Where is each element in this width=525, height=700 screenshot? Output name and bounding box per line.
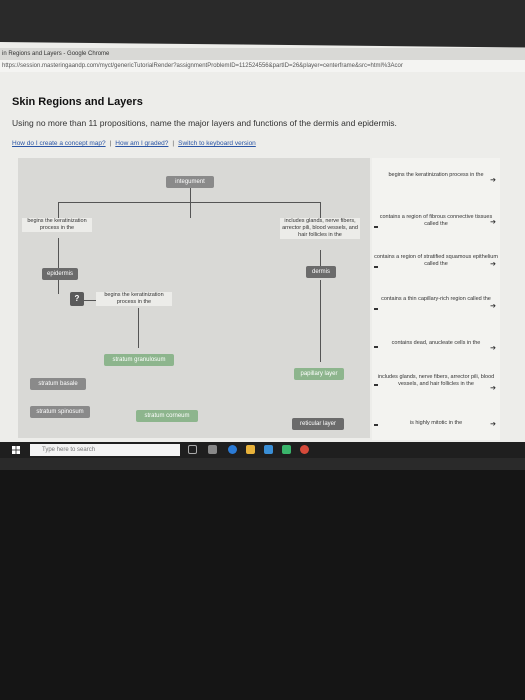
connector-line	[58, 276, 59, 294]
node-integument[interactable]: integument	[166, 176, 214, 188]
dash-icon	[374, 384, 378, 386]
bank-item-label: begins the keratinization process in the	[388, 172, 484, 178]
link-bank: begins the keratinization process in the…	[372, 158, 500, 440]
file-explorer-icon[interactable]	[246, 445, 255, 454]
node-stratum-corneum[interactable]: stratum corneum	[136, 410, 198, 422]
page-title: Skin Regions and Layers	[12, 96, 143, 108]
connector-line	[58, 238, 59, 268]
bank-item-label: contains a region of fibrous connective …	[379, 214, 493, 227]
arrow-right-icon: ➔	[490, 421, 496, 428]
link-create-concept-map[interactable]: How do I create a concept map?	[12, 140, 106, 147]
desk-surface	[0, 470, 525, 700]
connector-line	[58, 202, 59, 218]
chrome-icon[interactable]	[300, 445, 309, 454]
link-label-begins-small[interactable]: begins the keratinization process in the	[96, 292, 172, 306]
arrow-right-icon: ➔	[490, 219, 496, 226]
node-dermis[interactable]: dermis	[306, 266, 336, 278]
bank-item-label: contains a region of stratified squamous…	[374, 254, 498, 267]
dash-icon	[374, 308, 378, 310]
arrow-right-icon: ➔	[490, 261, 496, 268]
windows-start-icon[interactable]	[12, 446, 20, 454]
bank-item-label: is highly mitotic in the	[409, 420, 463, 426]
link-separator: |	[109, 140, 112, 147]
node-epidermis[interactable]: epidermis	[42, 268, 78, 280]
link-how-graded[interactable]: How am I graded?	[115, 140, 169, 147]
arrow-right-icon: ➔	[490, 345, 496, 352]
node-reticular-layer[interactable]: reticular layer	[292, 418, 344, 430]
link-keyboard-version[interactable]: Switch to keyboard version	[178, 140, 256, 147]
arrow-right-icon: ➔	[490, 177, 496, 184]
connector-line	[320, 250, 321, 266]
node-stratum-basale[interactable]: stratum basale	[30, 378, 86, 390]
dash-icon	[374, 266, 378, 268]
bank-item-label: contains a thin capillary-rich region ca…	[381, 296, 491, 302]
connector-line	[73, 300, 103, 301]
node-stratum-granulosum[interactable]: stratum granulosum	[104, 354, 174, 366]
connector-line	[138, 308, 139, 348]
link-separator: |	[172, 140, 175, 147]
taskbar-app-icon[interactable]	[208, 445, 217, 454]
arrow-right-icon: ➔	[490, 385, 496, 392]
concept-map-canvas[interactable]: integument begins the keratinization pro…	[18, 158, 370, 438]
help-links: How do I create a concept map?|How am I …	[12, 140, 256, 147]
link-label-begins-keratinization[interactable]: begins the keratinization process in the	[22, 218, 92, 232]
connector-line	[58, 202, 320, 203]
instructions: Using no more than 11 propositions, name…	[12, 118, 397, 128]
node-papillary-layer[interactable]: papillary layer	[294, 368, 344, 380]
connector-line	[320, 202, 321, 218]
window-title: in Regions and Layers - Google Chrome	[0, 48, 525, 60]
connector-line	[320, 280, 321, 362]
link-label-includes-glands[interactable]: includes glands, nerve fibers, arrector …	[280, 218, 360, 239]
address-bar[interactable]: https://session.masteringaandp.com/myct/…	[0, 60, 525, 72]
bank-item-label: contains dead, anucleate cells in the	[391, 340, 481, 346]
connector-line	[190, 188, 191, 218]
edge-browser-icon[interactable]	[228, 445, 237, 454]
bank-item-label: includes glands, nerve fibers, arrector …	[377, 374, 495, 387]
store-icon[interactable]	[264, 445, 273, 454]
task-view-icon[interactable]	[188, 445, 197, 454]
unknown-node-placeholder[interactable]: ?	[70, 292, 84, 306]
dash-icon	[374, 346, 378, 348]
dash-icon	[374, 424, 378, 426]
node-stratum-spinosum[interactable]: stratum spinosum	[30, 406, 90, 418]
arrow-right-icon: ➔	[490, 303, 496, 310]
dash-icon	[374, 226, 378, 228]
taskbar-search-input[interactable]: Type here to search	[30, 444, 180, 456]
taskbar-app-icon-green[interactable]	[282, 445, 291, 454]
